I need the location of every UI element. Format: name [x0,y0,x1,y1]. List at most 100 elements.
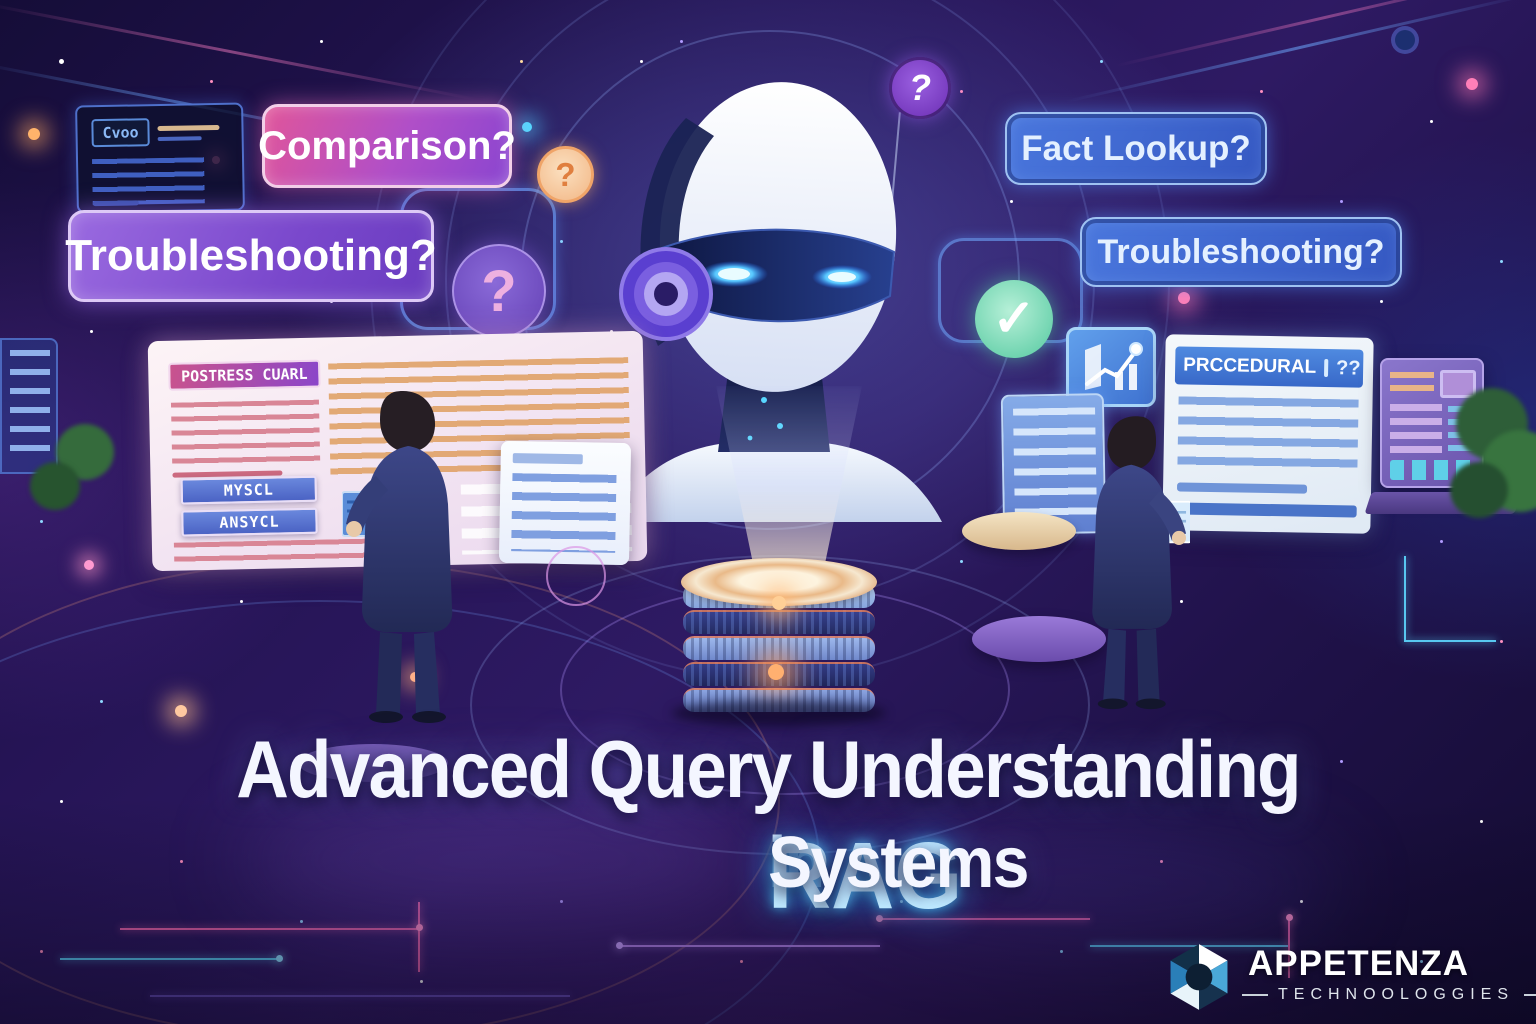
circuit-line [120,928,420,930]
text-line [1176,482,1308,494]
left-screen-button-2: ANSYCL [181,507,318,537]
data-stack [1254,585,1382,612]
circuit-line [1404,640,1496,642]
check-icon: ✓ [975,280,1053,358]
stack-layer [95,539,97,560]
stack-layer [1254,591,1256,612]
text-line [157,124,220,132]
person-right [1092,416,1190,710]
stack-layer [1291,651,1293,672]
stack-layer [1254,591,1256,612]
data-stack [0,582,118,609]
stack-layer [95,539,97,560]
logo-subtitle: TECHNOOLOGGIES [1242,986,1536,1004]
left-screen-button-1: MYSCL [180,475,318,505]
right-screen-title: PRCCEDURAL [1183,354,1317,378]
list-card [498,440,632,566]
database-layer [683,636,875,660]
text-lines [1390,404,1442,456]
query-bubble-label: Fact Lookup? [1021,128,1251,168]
stack-layer [1346,549,1347,570]
database-layer [683,610,875,634]
code-tab: Cvoo [91,118,150,148]
logo-subtitle-text: TECHNOOLOGGIES [1278,986,1515,1003]
image-placeholder-icon [1324,358,1329,378]
stack-layer [1346,549,1347,570]
question-icon: ? [537,146,594,203]
light-streak [1115,0,1535,68]
right-screen-header: PRCCEDURAL ?? [1174,346,1364,388]
text-lines [170,399,321,467]
glow-orb [28,128,40,140]
stack-layer [1346,549,1347,570]
title-suffix: Systems [768,823,1029,903]
platform-ring [546,546,606,606]
stack-layer [95,539,97,560]
glow-orb [84,560,94,570]
database-icon [681,558,877,712]
text-lines [1177,396,1359,478]
circuit-line [620,945,880,947]
brand-logo: APPETENZA TECHNOOLOGGIES [1162,938,1508,1018]
platform-disc [962,512,1076,550]
circuit-line [150,995,570,997]
glow-orb [1395,30,1415,50]
text-line [157,136,202,142]
title-prefix: in [768,823,825,903]
text-lines [92,157,205,206]
glow-orb [1178,292,1190,304]
text-line [512,453,583,465]
poster-title-line1: Advanced Query Understanding [236,725,1301,815]
light-streak [1065,0,1535,103]
data-stack [1428,637,1520,659]
data-stack [1346,546,1454,570]
query-bubble-fact-lookup: Fact Lookup? [1005,112,1267,185]
circuit-node [616,942,623,949]
question-glyph: ? [555,155,576,193]
circuit-line [60,958,280,960]
query-bubble-label: Troubleshooting? [1097,232,1385,271]
person-left [342,391,453,723]
stack-layer [95,539,97,560]
right-screen-panel: PRCCEDURAL ?? [1162,334,1374,534]
query-bubble-troubleshooting-left: Troubleshooting? [65,210,437,302]
light-streak [0,2,476,101]
right-screen-badge: ?? [1335,356,1361,380]
text-lines [1390,372,1434,398]
glow-orb [522,122,532,132]
title-rag-highlight: RAG [768,823,963,929]
robot-ear-icon [619,247,713,341]
stack-layer [1254,591,1256,612]
glow-orb [175,705,187,717]
circuit-line [1404,556,1406,640]
starfield [0,0,3,3]
circuit-node [276,955,283,962]
side-list-panel [0,338,58,474]
bush-foliage [1450,462,1508,518]
check-glyph: ✓ [992,290,1036,348]
glow-orb [768,664,784,680]
stack-layer [1291,651,1293,672]
text-lines [10,350,50,462]
bush-foliage [30,462,80,510]
query-bubble-troubleshooting-right: Troubleshooting? [1080,217,1402,287]
logo-name: APPETENZA [1248,944,1469,983]
text-line [92,200,139,207]
query-bubble-label: Troubleshooting? [65,231,437,280]
glow-orb [1466,78,1478,90]
stack-layer [1291,651,1293,672]
data-stack [1181,537,1332,558]
query-bubble-comparison: Comparison? [258,104,516,188]
data-stack [1291,651,1450,672]
chart-icon [1085,342,1143,390]
ground-shadow [672,700,886,726]
logo-pinwheel-icon [1170,944,1228,1010]
query-bubble-label: Comparison? [258,123,516,168]
code-window: Cvoo [75,102,245,214]
glow-orb [772,596,786,610]
question-glyph: ? [481,258,517,324]
text-lines [511,473,617,553]
left-screen-header: POSTRESS CUARL [168,359,321,391]
text-line [1176,502,1357,518]
